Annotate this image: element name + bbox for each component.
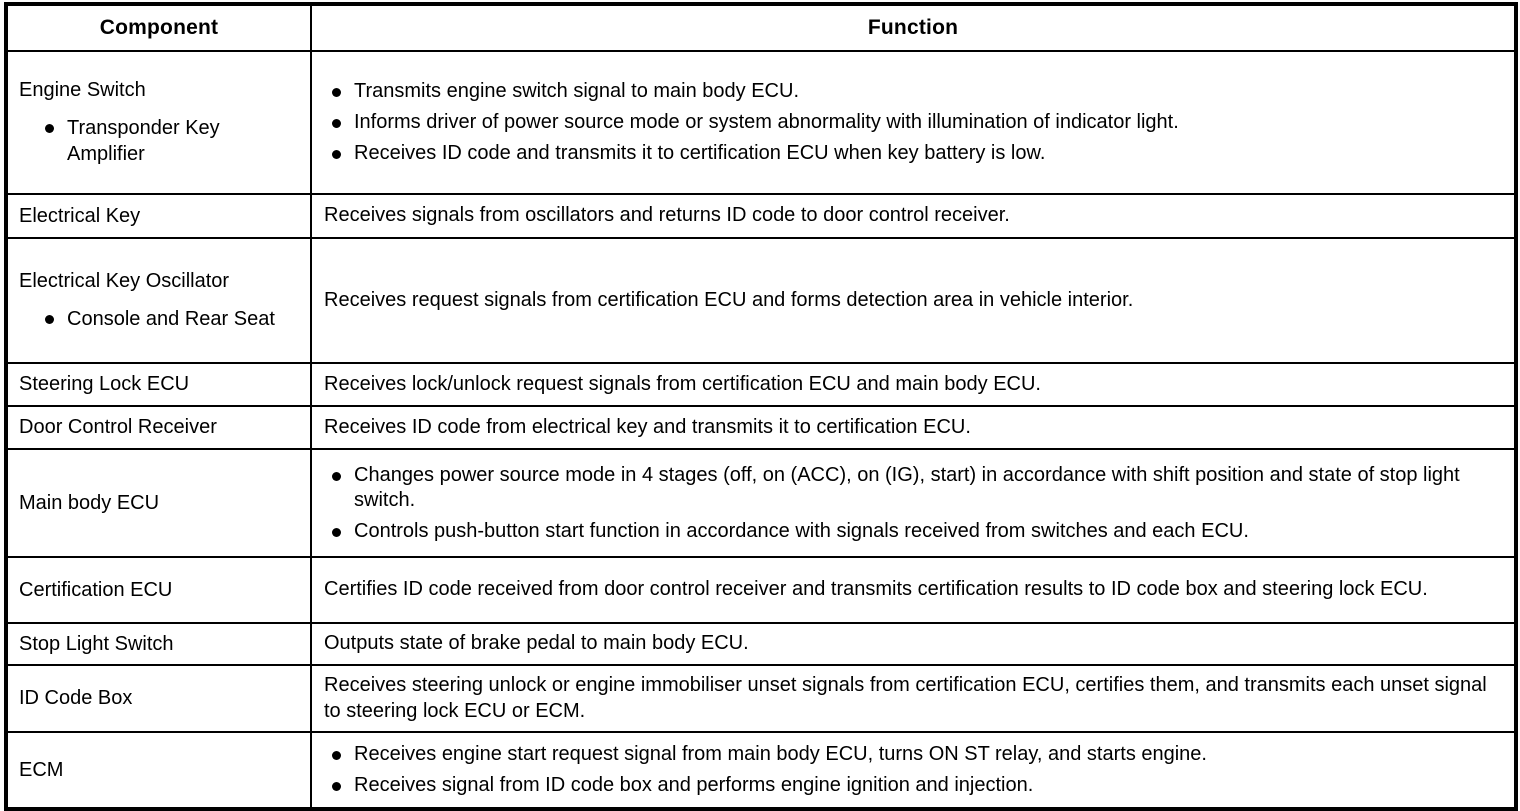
function-bullet: Receives engine start request signal fro…: [324, 742, 1504, 767]
function-text: Certifies ID code received from door con…: [324, 578, 1428, 601]
function-bullet: Changes power source mode in 4 stages (o…: [324, 463, 1504, 513]
function-bullet: Informs driver of power source mode or s…: [324, 110, 1504, 135]
cell-function-engine-switch: Transmits engine switch signal to main b…: [310, 50, 1517, 195]
function-text: Outputs state of brake pedal to main bod…: [324, 632, 749, 655]
component-sublist-item: Console and Rear Seat: [19, 306, 301, 332]
table-row: ECM Receives engine start request signal…: [5, 731, 1517, 811]
function-bullet-list: Changes power source mode in 4 stages (o…: [324, 463, 1504, 544]
cell-function-key-oscillator: Receives request signals from certificat…: [310, 237, 1517, 364]
function-bullet: Receives ID code and transmits it to cer…: [324, 141, 1504, 166]
table-row: Engine Switch Transponder Key Amplifier …: [5, 50, 1517, 195]
component-name: Electrical Key Oscillator: [19, 270, 230, 292]
cell-function-electrical-key: Receives signals from oscillators and re…: [310, 193, 1517, 239]
function-text: Receives steering unlock or engine immob…: [324, 674, 1487, 722]
cell-component-ecm: ECM: [5, 731, 312, 811]
table-row: Certification ECU Certifies ID code rece…: [5, 556, 1517, 624]
column-header-function: Function: [310, 3, 1517, 52]
cell-component-electrical-key: Electrical Key: [5, 193, 312, 239]
cell-function-ecm: Receives engine start request signal fro…: [310, 731, 1517, 811]
table-row: Electrical Key Oscillator Console and Re…: [5, 237, 1517, 364]
component-name: Certification ECU: [19, 578, 173, 601]
column-header-component: Component: [5, 3, 312, 52]
component-name: Stop Light Switch: [19, 632, 174, 655]
function-bullet-list: Transmits engine switch signal to main b…: [324, 79, 1504, 166]
function-bullet-list: Receives engine start request signal fro…: [324, 742, 1504, 798]
cell-component-door-receiver: Door Control Receiver: [5, 405, 312, 450]
component-sublist-item: Transponder Key Amplifier: [19, 115, 301, 167]
table-row: Door Control Receiver Receives ID code f…: [5, 405, 1517, 450]
function-bullet: Receives signal from ID code box and per…: [324, 773, 1504, 798]
cell-component-certification-ecu: Certification ECU: [5, 556, 312, 624]
function-text: Receives request signals from certificat…: [324, 288, 1134, 311]
component-name: Main body ECU: [19, 491, 160, 514]
table-header-row: Component Function: [5, 3, 1517, 52]
component-function-table: Component Function Engine Switch Transpo…: [4, 2, 1518, 811]
component-name: Door Control Receiver: [19, 416, 217, 438]
component-sublist: Transponder Key Amplifier: [19, 115, 301, 167]
cell-function-stop-light-switch: Outputs state of brake pedal to main bod…: [310, 622, 1517, 666]
function-bullet: Controls push-button start function in a…: [324, 519, 1504, 544]
function-text: Receives lock/unlock request signals fro…: [324, 372, 1041, 395]
component-name: ID Code Box: [19, 687, 133, 710]
cell-component-id-code-box: ID Code Box: [5, 663, 312, 734]
function-text: Receives ID code from electrical key and…: [324, 415, 971, 438]
cell-component-steering-lock: Steering Lock ECU: [5, 362, 312, 407]
table-row: Electrical Key Receives signals from osc…: [5, 193, 1517, 239]
cell-component-main-body-ecu: Main body ECU: [5, 448, 312, 558]
table-row: ID Code Box Receives steering unlock or …: [5, 663, 1517, 734]
table-row: Stop Light Switch Outputs state of brake…: [5, 622, 1517, 666]
cell-function-id-code-box: Receives steering unlock or engine immob…: [310, 663, 1517, 734]
cell-component-key-oscillator: Electrical Key Oscillator Console and Re…: [5, 237, 312, 364]
component-name: Electrical Key: [19, 204, 141, 227]
table-row: Steering Lock ECU Receives lock/unlock r…: [5, 362, 1517, 407]
cell-component-stop-light-switch: Stop Light Switch: [5, 622, 312, 666]
cell-function-certification-ecu: Certifies ID code received from door con…: [310, 556, 1517, 624]
component-name: Steering Lock ECU: [19, 373, 190, 395]
cell-function-steering-lock: Receives lock/unlock request signals fro…: [310, 362, 1517, 407]
cell-function-main-body-ecu: Changes power source mode in 4 stages (o…: [310, 448, 1517, 558]
cell-function-door-receiver: Receives ID code from electrical key and…: [310, 405, 1517, 450]
component-name: Engine Switch: [19, 79, 146, 101]
component-name: ECM: [19, 758, 64, 781]
cell-component-engine-switch: Engine Switch Transponder Key Amplifier: [5, 50, 312, 195]
function-bullet: Transmits engine switch signal to main b…: [324, 79, 1504, 104]
component-sublist: Console and Rear Seat: [19, 306, 301, 332]
function-text: Receives signals from oscillators and re…: [324, 204, 1010, 227]
table-row: Main body ECU Changes power source mode …: [5, 448, 1517, 558]
